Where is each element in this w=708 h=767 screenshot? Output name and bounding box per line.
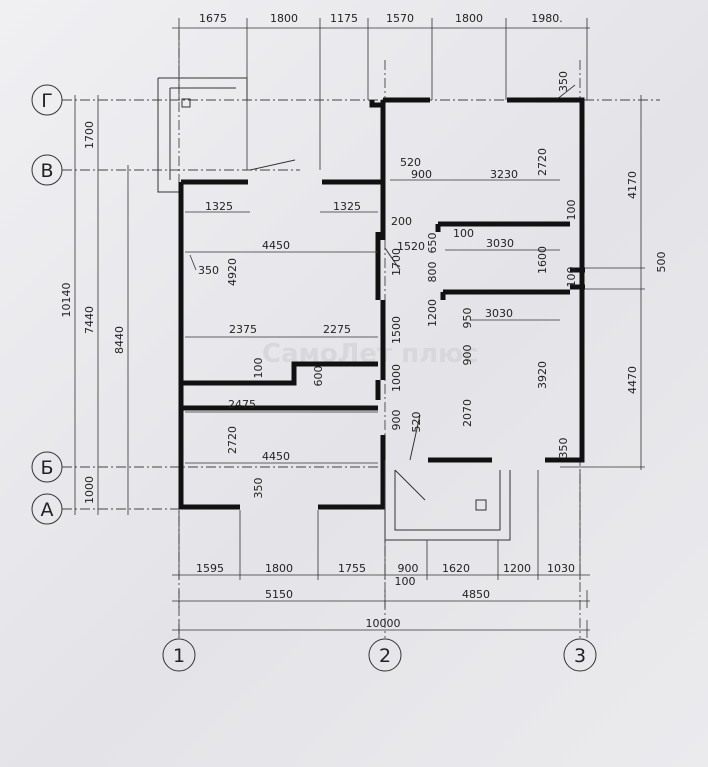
svg-text:900: 900 [390,410,403,431]
col-axis-2: 2 [368,638,402,672]
svg-text:100: 100 [395,575,416,588]
row-axis-b: Б [31,451,63,483]
col-axis-3: 3 [563,638,597,672]
svg-text:350: 350 [252,478,265,499]
svg-text:1675: 1675 [199,12,227,25]
svg-text:1570: 1570 [386,12,414,25]
svg-text:100: 100 [565,267,578,288]
svg-text:8440: 8440 [113,326,126,354]
svg-text:В: В [40,160,53,182]
svg-text:900: 900 [398,562,419,575]
col-axis-1: 1 [162,638,196,672]
svg-text:2275: 2275 [323,323,351,336]
svg-text:350: 350 [198,264,219,277]
svg-text:100: 100 [252,358,265,379]
svg-text:1620: 1620 [442,562,470,575]
svg-text:2475: 2475 [228,398,256,411]
svg-text:350: 350 [557,438,570,459]
svg-text:Г: Г [41,90,53,112]
svg-text:1200: 1200 [426,299,439,327]
svg-text:1520: 1520 [397,240,425,253]
svg-text:4170: 4170 [626,171,639,199]
svg-text:900: 900 [411,168,432,181]
svg-text:3030: 3030 [486,237,514,250]
exterior-walls [157,77,585,510]
svg-text:4850: 4850 [462,588,490,601]
svg-text:1800: 1800 [265,562,293,575]
bottom-total-dimension: 10000 [172,617,590,638]
door-swings [249,159,421,461]
svg-text:10000: 10000 [366,617,401,630]
svg-text:3: 3 [574,645,586,667]
svg-text:5150: 5150 [265,588,293,601]
top-dimension-chain: 1675 1800 1175 1570 1800 1980. [172,12,590,170]
svg-text:2070: 2070 [461,399,474,427]
svg-text:900: 900 [461,345,474,366]
svg-text:2: 2 [379,645,391,667]
svg-text:1600: 1600 [536,246,549,274]
svg-text:1030: 1030 [547,562,575,575]
svg-text:7440: 7440 [83,306,96,334]
svg-text:1800: 1800 [270,12,298,25]
svg-text:100: 100 [453,227,474,240]
svg-text:1500: 1500 [390,316,403,344]
svg-text:4450: 4450 [262,450,290,463]
svg-text:1000: 1000 [83,476,96,504]
interior-dimensions: 520 900 3230 2720 1325 1325 200 100 1520… [185,148,578,499]
svg-text:1755: 1755 [338,562,366,575]
entrance-porch [384,460,511,541]
svg-text:800: 800 [426,262,439,283]
svg-text:А: А [41,499,54,521]
interior-walls [181,221,570,411]
axis-lines [62,30,660,638]
svg-text:1000: 1000 [390,364,403,392]
svg-text:950: 950 [461,308,474,329]
svg-text:600: 600 [312,366,325,387]
svg-text:2720: 2720 [226,426,239,454]
svg-text:Б: Б [40,457,53,479]
svg-text:500: 500 [655,252,668,273]
left-dimensions: 1700 10140 7440 8440 1000 [60,95,129,515]
svg-text:4470: 4470 [626,366,639,394]
svg-text:100: 100 [565,200,578,221]
svg-text:520: 520 [410,412,423,433]
bottom-dimension-chain-2: 5150 4850 [172,588,590,608]
svg-text:1700: 1700 [83,121,96,149]
svg-text:1325: 1325 [205,200,233,213]
svg-text:520: 520 [400,156,421,169]
svg-text:1700: 1700 [390,248,403,276]
svg-text:350: 350 [557,71,570,92]
svg-text:200: 200 [391,215,412,228]
right-dimensions: 350 4170 500 4470 350 [555,71,668,470]
row-axis-v: В [31,154,63,186]
row-axis-g: Г [31,84,63,116]
svg-text:650: 650 [426,233,439,254]
bottom-dimension-chain-1: 1595 1800 1755 900 1620 1200 1030 100 [172,470,590,588]
svg-text:2720: 2720 [536,148,549,176]
svg-text:4920: 4920 [226,258,239,286]
svg-text:1595: 1595 [196,562,224,575]
svg-text:1200: 1200 [503,562,531,575]
svg-text:1175: 1175 [330,12,358,25]
row-axis-a: А [31,493,63,525]
svg-text:3230: 3230 [490,168,518,181]
svg-text:4450: 4450 [262,239,290,252]
svg-text:10140: 10140 [60,283,73,318]
svg-text:3920: 3920 [536,361,549,389]
svg-text:3030: 3030 [485,307,513,320]
svg-text:1325: 1325 [333,200,361,213]
svg-text:1800: 1800 [455,12,483,25]
svg-text:2375: 2375 [229,323,257,336]
svg-text:1980.: 1980. [531,12,563,25]
svg-text:1: 1 [173,645,185,667]
